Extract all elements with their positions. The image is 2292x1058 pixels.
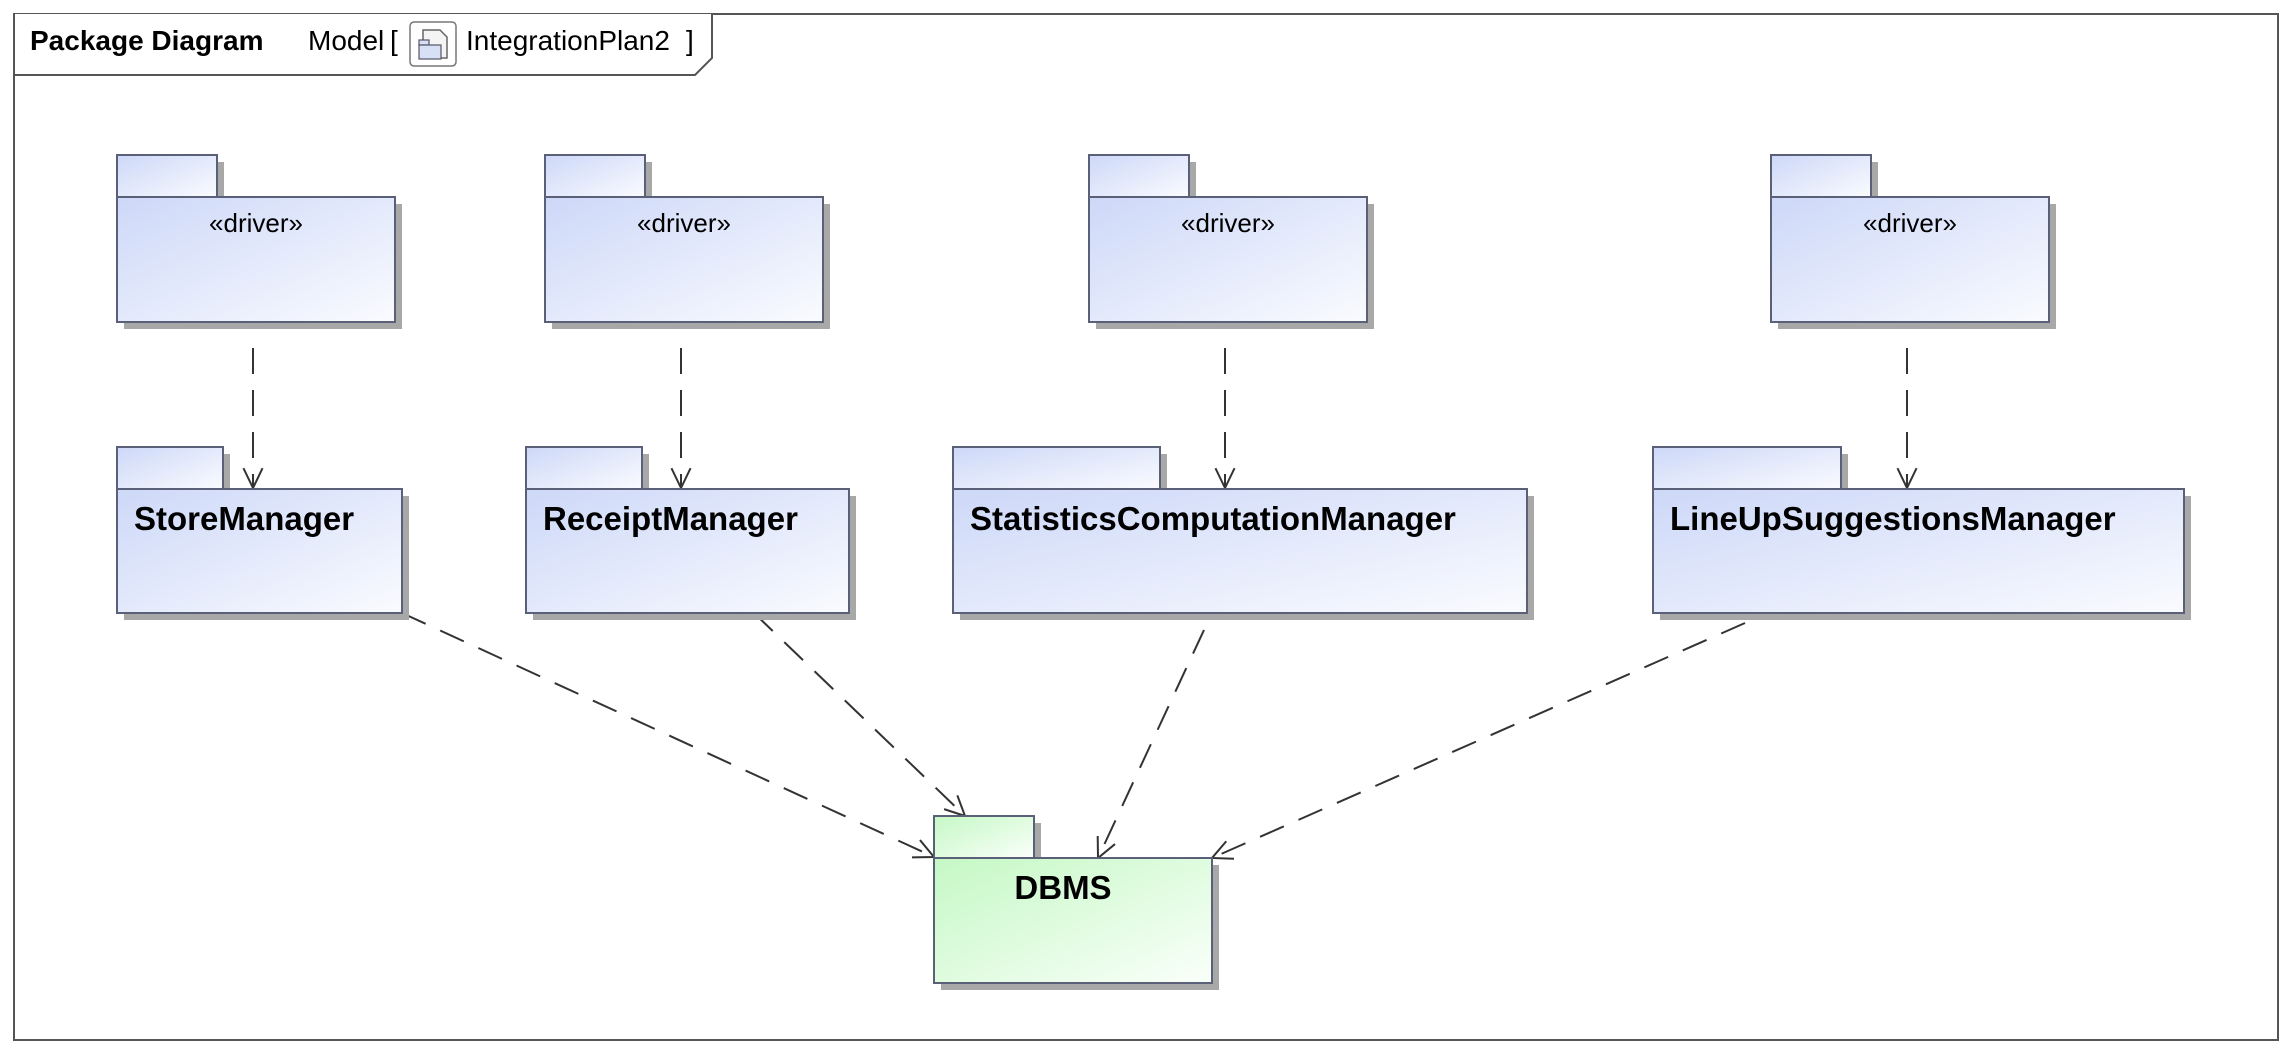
package-name: StatisticsComputationManager bbox=[970, 500, 1456, 537]
package-tab bbox=[525, 446, 643, 490]
package-stats[interactable]: StatisticsComputationManager bbox=[952, 446, 1534, 620]
frame-header-tab bbox=[13, 14, 713, 76]
package-tab bbox=[1652, 446, 1842, 490]
package-stereotype: «driver» bbox=[209, 208, 303, 238]
package-store[interactable]: StoreManager bbox=[116, 446, 409, 620]
dependency-line bbox=[753, 612, 966, 817]
package-body bbox=[1770, 196, 2050, 323]
package-name: ReceiptManager bbox=[543, 500, 798, 537]
package-body bbox=[1652, 488, 2185, 614]
package-tab bbox=[116, 446, 224, 490]
diagram-element-name: IntegrationPlan2 bbox=[466, 25, 670, 56]
dependency-line bbox=[1211, 622, 1746, 859]
package-dbms[interactable]: DBMS bbox=[933, 815, 1219, 990]
package-body bbox=[952, 488, 1528, 614]
package-receipt[interactable]: ReceiptManager bbox=[525, 446, 856, 620]
bracket-open: [ bbox=[390, 25, 398, 56]
package-body bbox=[933, 857, 1213, 984]
package-icon bbox=[409, 21, 457, 67]
package-tab bbox=[1770, 154, 1872, 198]
package-body bbox=[544, 196, 824, 323]
package-stereotype: «driver» bbox=[1863, 208, 1957, 238]
package-driver2[interactable]: «driver» bbox=[544, 154, 830, 329]
package-body bbox=[1088, 196, 1368, 323]
bracket-close: ] bbox=[686, 25, 694, 56]
package-driver3[interactable]: «driver» bbox=[1088, 154, 1374, 329]
package-name: StoreManager bbox=[134, 500, 354, 537]
package-lineup[interactable]: LineUpSuggestionsManager bbox=[1652, 446, 2191, 620]
package-body bbox=[116, 488, 403, 614]
package-tab bbox=[1088, 154, 1190, 198]
package-body bbox=[116, 196, 396, 323]
package-driver1[interactable]: «driver» bbox=[116, 154, 402, 329]
package-tab bbox=[933, 815, 1035, 859]
package-stereotype: «driver» bbox=[1181, 208, 1275, 238]
package-tab bbox=[544, 154, 646, 198]
packages-layer: «driver» «driver» «driver» «driver» StoreMan… bbox=[116, 154, 2191, 990]
diagram-context-label: Model bbox=[308, 25, 384, 56]
package-tab bbox=[952, 446, 1161, 490]
package-stereotype: «driver» bbox=[637, 208, 731, 238]
package-name: DBMS bbox=[1014, 869, 1111, 906]
dependency-line bbox=[401, 612, 935, 858]
package-name: LineUpSuggestionsManager bbox=[1670, 500, 2116, 537]
package-tab bbox=[116, 154, 218, 198]
package-driver4[interactable]: «driver» bbox=[1770, 154, 2056, 329]
package-body bbox=[525, 488, 850, 614]
diagram-kind-label: Package Diagram bbox=[30, 25, 263, 56]
